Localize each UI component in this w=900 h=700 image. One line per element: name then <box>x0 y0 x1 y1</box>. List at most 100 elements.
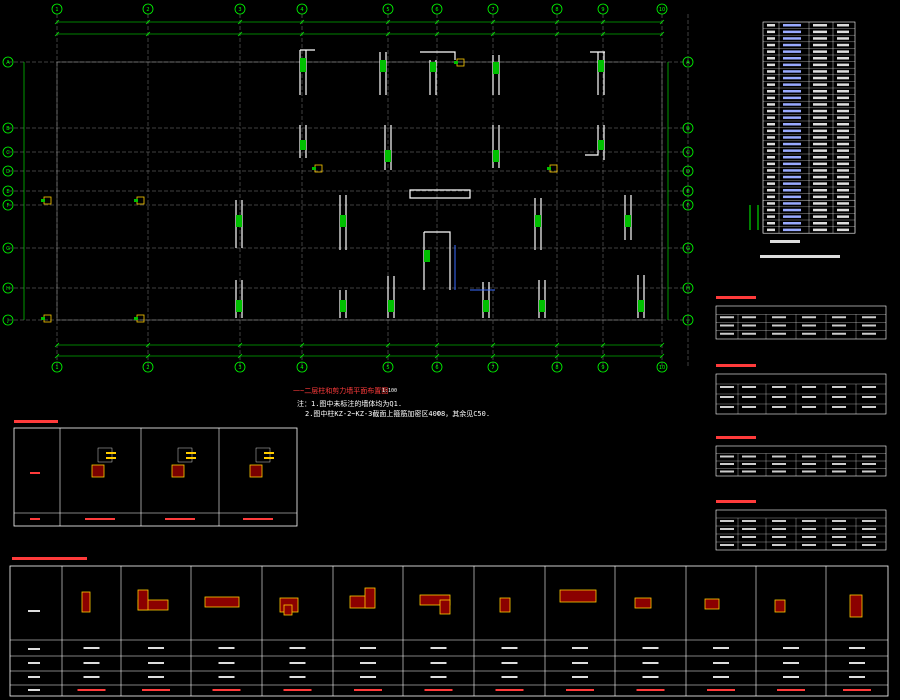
elevation-cell-mark <box>767 189 775 192</box>
right-table-cell-mark <box>832 544 846 546</box>
bottom-table-stirrup-mark <box>218 676 235 678</box>
bottom-table-name-mark <box>430 647 447 649</box>
dim-tick <box>600 31 606 37</box>
elevation-cell-mark <box>783 63 801 67</box>
column-section-elev-mark <box>243 518 273 520</box>
shear-wall-5 <box>590 51 605 95</box>
dim-tick <box>600 353 606 359</box>
bottom-table-rebar-mark <box>642 662 659 664</box>
axis-label-bottom-3: 3 <box>238 365 241 371</box>
elevation-cell-mark <box>767 123 775 126</box>
elevation-cell-mark <box>813 189 827 192</box>
right-table-cell-mark <box>802 406 816 408</box>
elevation-cell-mark <box>813 57 827 60</box>
elevation-cell-mark <box>837 50 849 53</box>
axis-label-left-B: B <box>6 126 10 132</box>
elevation-cell-mark <box>837 57 849 60</box>
dim-tick <box>299 19 305 25</box>
bottom-table-rebar-mark <box>849 662 865 664</box>
elevation-cell-mark <box>837 129 849 133</box>
elevation-cell-mark <box>767 149 775 152</box>
wall-column-hatch-10 <box>340 215 346 227</box>
bottom-table-name-mark <box>642 647 659 649</box>
wall-column-hatch-16 <box>236 300 242 312</box>
right-table-cell-mark <box>772 332 786 335</box>
axis-bubble-bottom-2 <box>142 361 154 373</box>
elevation-cell-mark <box>767 109 775 113</box>
bottom-table-elev-mark <box>636 689 665 691</box>
elevation-cell-mark <box>783 169 801 172</box>
wall-column-hatch-4 <box>493 62 499 74</box>
elevation-cell-mark <box>767 43 775 47</box>
elevation-cell-mark <box>783 96 801 100</box>
left-table-title-mark <box>14 420 58 423</box>
right-table-cell-mark <box>742 528 756 530</box>
right-table-cell-mark <box>742 520 756 522</box>
bottom-table-name-mark <box>289 647 306 649</box>
bottom-table-name-mark <box>83 647 100 649</box>
right-table-cell-mark <box>742 463 756 465</box>
axis-label-left-D: D <box>6 169 10 175</box>
elevation-cell-mark <box>837 63 849 67</box>
elevation-cell-mark <box>813 182 827 185</box>
column-section-text-mark <box>264 457 274 459</box>
right-table-cell-mark <box>832 396 846 398</box>
elevation-cell-mark <box>837 103 849 106</box>
right-table-cell-mark <box>742 396 756 398</box>
column-tag-4 <box>41 317 45 320</box>
right-table-cell-mark <box>862 455 876 458</box>
right-table-cell-mark <box>862 316 876 319</box>
bottom-table-elev-mark <box>707 689 735 691</box>
wall-column-detail-6-2 <box>439 599 451 615</box>
dim-tick <box>434 31 440 37</box>
right-table-cell-mark <box>720 455 734 458</box>
elevation-cell-mark <box>813 123 827 126</box>
wall-column-hatch-8 <box>493 150 499 162</box>
bottom-table-header-mark <box>28 662 40 664</box>
right-table-cell-mark <box>742 406 756 408</box>
bottom-table-elev-mark <box>77 689 106 691</box>
axis-label-bottom-2: 2 <box>146 365 149 371</box>
right-table-cell-mark <box>742 470 756 473</box>
right-table-cell-mark <box>742 316 756 319</box>
axis-bubble-bottom-6 <box>431 361 443 373</box>
right-table-cell-mark <box>862 520 876 522</box>
wall-column-detail-7-1 <box>499 597 511 613</box>
elevation-cell-mark <box>837 70 849 73</box>
elevation-cell-mark <box>813 103 827 106</box>
elevation-cell-mark <box>813 96 827 100</box>
dim-tick <box>600 19 606 25</box>
elevation-cell-mark <box>767 222 775 225</box>
right-table-cell-mark <box>772 455 786 458</box>
elevation-cell-mark <box>783 129 801 133</box>
column-section-text-mark <box>186 457 196 459</box>
elevation-cell-mark <box>837 96 849 100</box>
elevation-cell-mark <box>767 24 775 27</box>
elevation-cell-mark <box>837 90 849 93</box>
elevation-cell-mark <box>783 195 801 199</box>
bottom-table-rebar-mark <box>713 662 729 664</box>
elevation-cell-mark <box>837 43 849 47</box>
elevation-cell-mark <box>767 215 775 218</box>
elevation-cell-mark <box>783 83 801 86</box>
right-table-cell-mark <box>832 536 846 538</box>
dim-tick <box>54 353 60 359</box>
bottom-table-stirrup-mark <box>783 676 799 678</box>
elevation-cell-mark <box>837 30 849 34</box>
elevation-cell-mark <box>813 76 827 80</box>
right-table-cell-mark <box>720 406 734 408</box>
wall-column-hatch-5 <box>598 60 604 72</box>
axis-label-right-G: G <box>686 246 690 252</box>
right-table-frame-4 <box>715 509 887 551</box>
column-tag-7 <box>454 61 458 64</box>
bottom-table-elev-mark <box>424 689 453 691</box>
right-table-cell-mark <box>772 528 786 530</box>
axis-label-right-B: B <box>686 126 690 132</box>
column-section-2 <box>171 464 185 478</box>
right-table-cell-mark <box>832 520 846 522</box>
dim-tick <box>299 342 305 348</box>
axis-bubble-right-C <box>682 146 694 158</box>
shear-wall-4 <box>492 55 500 95</box>
drawing-scale: 1:100 <box>382 388 398 394</box>
